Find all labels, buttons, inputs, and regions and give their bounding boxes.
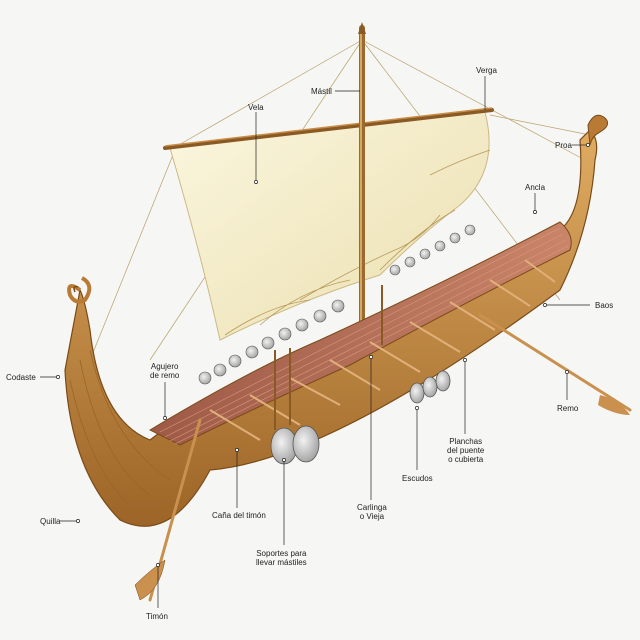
label-codaste: Codaste [6, 373, 36, 382]
label-baos: Baos [595, 301, 614, 310]
rigging [89, 39, 591, 361]
label-timon: Timón [146, 612, 168, 621]
label-cana-timon: Caña del timón [212, 511, 266, 520]
leader-lines [40, 76, 590, 608]
label-agujero-remo: Agujero de remo [150, 362, 180, 380]
yard [163, 108, 494, 150]
label-carlinga: Carlinga o Vieja [357, 503, 387, 521]
label-proa: Proa [555, 141, 572, 150]
deck [148, 221, 572, 446]
shield-row [198, 224, 476, 385]
label-planchas: Planchas del puente o cubierta [447, 437, 485, 464]
label-remo: Remo [557, 404, 579, 413]
label-quilla: Quilla [40, 517, 61, 526]
mast-supports [274, 285, 383, 430]
loose-shields [270, 370, 451, 465]
label-mastil: Mástil [311, 87, 332, 96]
label-vela: Vela [248, 103, 264, 112]
label-ancla: Ancla [525, 183, 546, 192]
label-escudos: Escudos [402, 474, 433, 483]
sail [169, 111, 491, 341]
label-soportes: Soportes para llevar mástiles [256, 549, 307, 567]
label-verga: Verga [476, 66, 497, 75]
